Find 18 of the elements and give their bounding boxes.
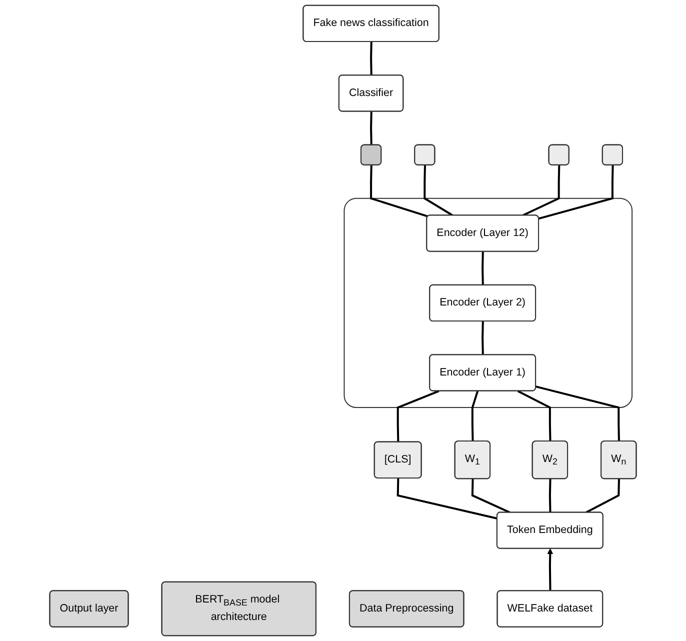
- connector: [396, 390, 440, 442]
- connector: [585, 479, 620, 514]
- connector: [517, 390, 552, 442]
- connector: [548, 479, 552, 513]
- connector: [538, 165, 614, 220]
- connector: [482, 252, 484, 286]
- arrow: [547, 548, 554, 592]
- connector: [370, 42, 372, 76]
- connector: [370, 165, 428, 218]
- connector: [370, 112, 372, 146]
- connector: [471, 390, 479, 442]
- connector: [522, 165, 560, 216]
- connector: [471, 479, 510, 514]
- connector: [424, 165, 454, 216]
- connector: [536, 386, 620, 442]
- cluster: [344, 198, 633, 408]
- connector: [396, 478, 498, 520]
- connector: [482, 321, 484, 355]
